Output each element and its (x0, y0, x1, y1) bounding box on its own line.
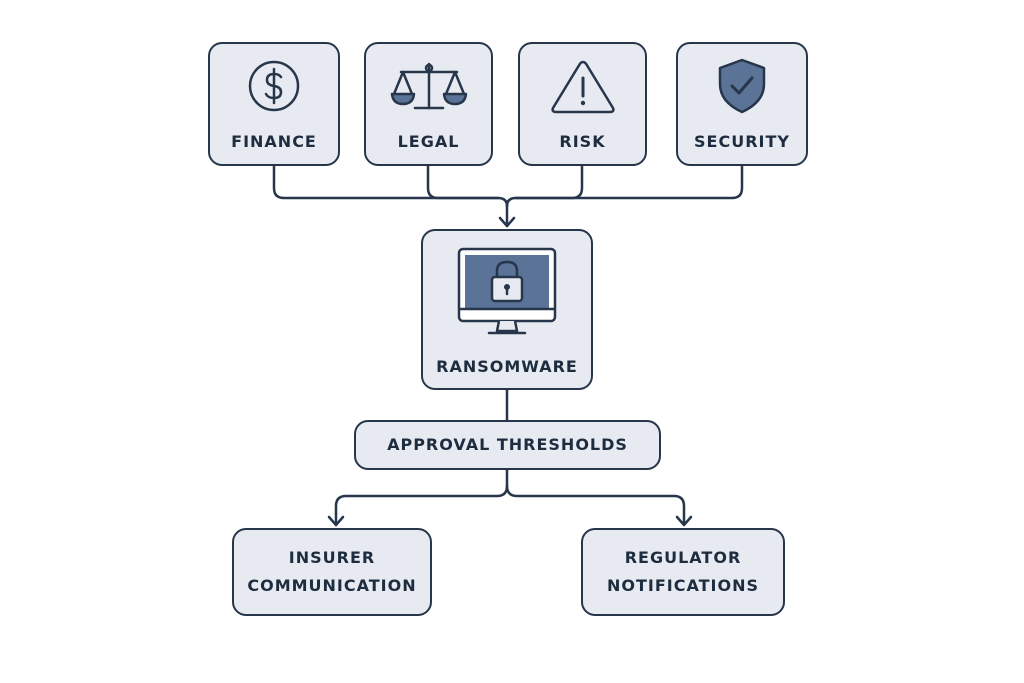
regulator-line-1: REGULATOR (624, 548, 742, 567)
approval-thresholds-box: APPROVAL THRESHOLDS (354, 420, 661, 470)
warning-icon (550, 60, 615, 114)
finance-box: FINANCE (208, 42, 340, 166)
insurer-line-2: COMMUNICATION (247, 576, 417, 595)
connector-thresholds-split-right (505, 484, 686, 526)
shield-check-icon (718, 58, 766, 114)
ransomware-box: RANSOMWARE (421, 229, 593, 390)
locked-monitor-icon (457, 247, 557, 335)
regulator-notifications-box: REGULATOR NOTIFICATIONS (581, 528, 785, 616)
legal-box: LEGAL (364, 42, 493, 166)
department-label-risk: RISK (559, 132, 606, 151)
arrow-to-ransomware (498, 216, 516, 228)
risk-box: RISK (518, 42, 647, 166)
connector-risk (514, 164, 584, 200)
dollar-icon (248, 60, 300, 112)
ransomware-label: RANSOMWARE (436, 357, 578, 376)
insurer-line-1: INSURER (288, 548, 376, 567)
approval-thresholds-label: APPROVAL THRESHOLDS (387, 435, 628, 454)
insurer-communication-box: INSURER COMMUNICATION (232, 528, 432, 616)
arrow-to-insurer (327, 515, 345, 527)
department-label-legal: LEGAL (397, 132, 460, 151)
scales-icon (390, 62, 467, 110)
connector-finance (272, 164, 509, 208)
regulator-line-2: NOTIFICATIONS (606, 576, 759, 595)
connector-legal (426, 164, 500, 200)
arrow-to-regulator (675, 515, 693, 527)
connector-security (505, 164, 744, 208)
security-box: SECURITY (676, 42, 808, 166)
insurer-communication-label: INSURER COMMUNICATION (247, 544, 416, 600)
regulator-notifications-label: REGULATOR NOTIFICATIONS (607, 544, 759, 600)
department-label-security: SECURITY (694, 132, 790, 151)
connector-thresholds-split (334, 468, 509, 526)
department-label-finance: FINANCE (231, 132, 317, 151)
